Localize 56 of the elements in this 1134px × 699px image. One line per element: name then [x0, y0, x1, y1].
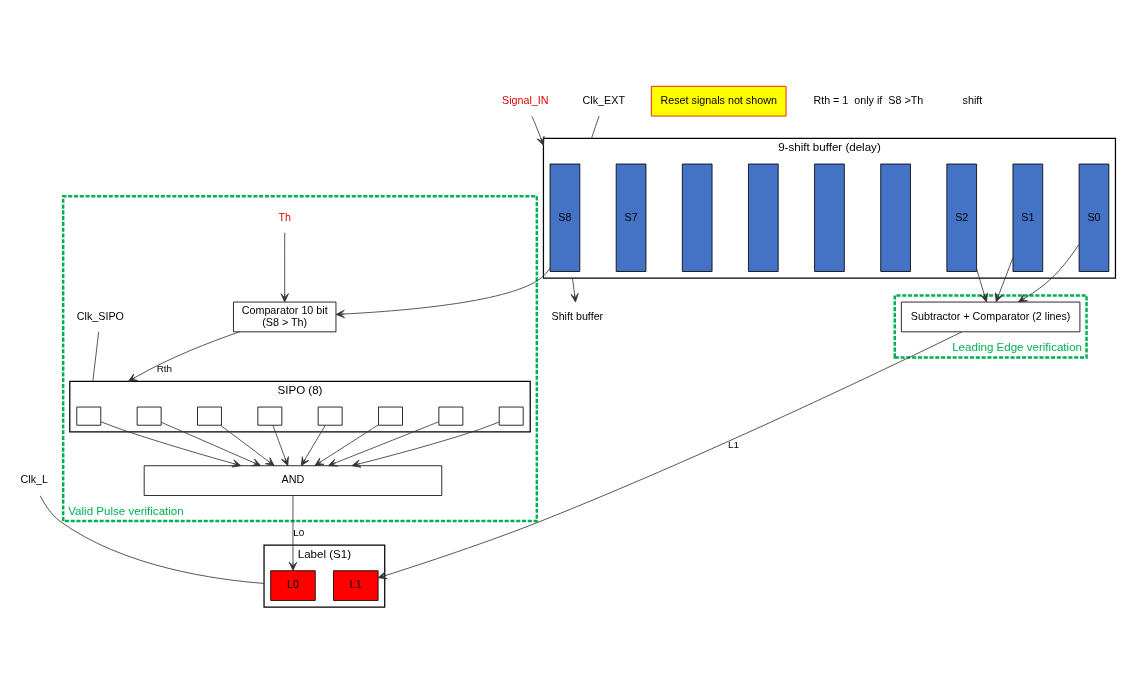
label: Rth = 1 only if S8 >Th: [813, 93, 924, 106]
node-bar: [880, 163, 911, 272]
node-box: Comparator 10 bit (S8 > Th): [233, 301, 337, 332]
node-box: S8: [549, 163, 581, 272]
label: shift: [962, 93, 983, 106]
edge-label: Rth: [156, 362, 173, 374]
arrow: [272, 424, 289, 466]
arrow: [995, 256, 1014, 302]
node-box: L0: [270, 569, 316, 601]
node-box: L1: [333, 569, 379, 601]
node-text: Th: [278, 210, 291, 223]
node-box: S1: [1012, 163, 1044, 272]
arrow: [314, 424, 379, 466]
node-box: S2: [946, 163, 977, 272]
node-text: Shift buffer: [551, 309, 604, 322]
arrow: [220, 424, 275, 466]
arrow: [335, 267, 551, 318]
arrow: [288, 494, 298, 571]
node-box: S7: [615, 163, 647, 272]
node-text: Signal_IN: [501, 93, 549, 106]
arrow: [531, 115, 545, 146]
node-box: Subtractor + Comparator (2 lines): [900, 301, 1081, 332]
node-text: Clk_L: [20, 472, 48, 485]
node-box: [76, 406, 102, 426]
node-box: Reset signals not shown: [650, 85, 787, 116]
node-box: [257, 406, 283, 426]
arrow: [280, 231, 289, 302]
node-bar: [681, 163, 713, 272]
cluster: SIPO (8): [69, 380, 531, 432]
arrow: [100, 420, 242, 467]
connector: [591, 115, 600, 139]
connector: [92, 331, 100, 382]
node-box: S0: [1078, 163, 1110, 272]
arrow: [327, 420, 440, 466]
node-text: Clk_SIPO: [76, 309, 124, 322]
node-box: [317, 406, 343, 426]
arrow: [300, 424, 326, 466]
node-box: [378, 406, 403, 426]
node-box: [498, 406, 524, 426]
connector: [39, 494, 265, 584]
node-box: [197, 406, 222, 426]
arrow: [1018, 243, 1080, 302]
edge-label: L0: [293, 526, 305, 538]
node-text: Clk_EXT: [582, 93, 625, 106]
arrow: [570, 277, 579, 302]
node-box: [136, 406, 162, 426]
node-box: [438, 406, 464, 426]
arrow: [128, 330, 240, 382]
arrow: [377, 331, 963, 579]
node-bar: [814, 163, 845, 272]
edge-label: L1: [728, 438, 740, 450]
node-box: AND: [143, 464, 443, 496]
arrow: [160, 421, 262, 466]
arrow: [351, 421, 500, 468]
arrow: [976, 267, 989, 302]
node-bar: [748, 163, 779, 272]
